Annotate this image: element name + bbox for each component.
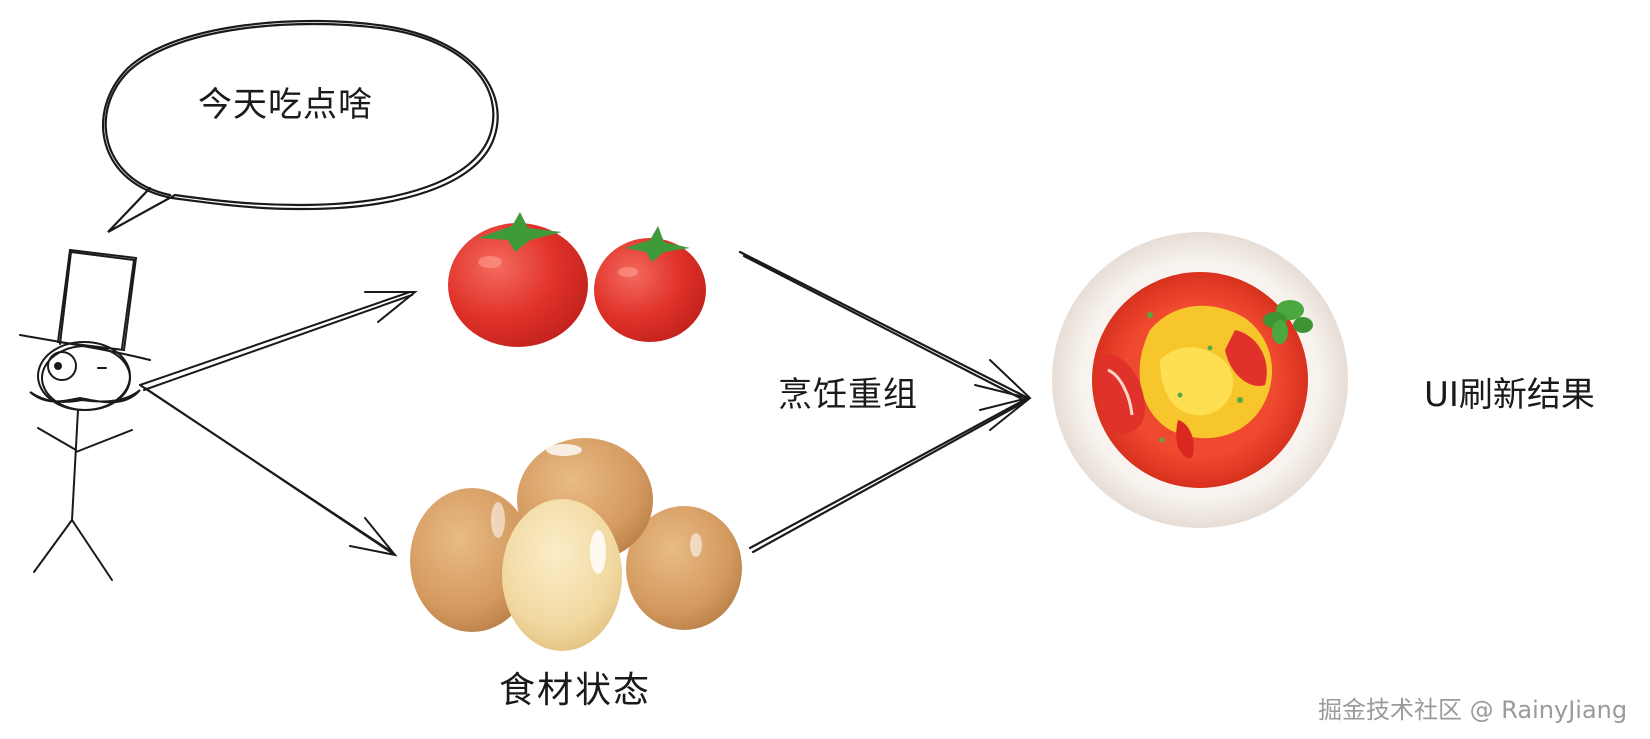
arrow-to-tomatoes xyxy=(139,291,418,391)
watermark: 掘金技术社区 @ RainyJiang xyxy=(1318,696,1628,724)
eggs-icon xyxy=(410,438,742,651)
ui-result-label: UI刷新结果 xyxy=(1424,375,1595,415)
arrow-to-eggs xyxy=(139,384,398,557)
cook-step-label: 烹饪重组 xyxy=(778,375,918,415)
tomatoes-icon xyxy=(448,212,706,347)
stick-figure-top-hat-icon xyxy=(19,248,151,581)
arrow-head-dish xyxy=(974,359,1032,431)
ingredients-state-label: 食材状态 xyxy=(499,670,652,711)
speech-bubble-text: 今天吃点啥 xyxy=(198,85,373,125)
arrow-tomatoes-to-dish xyxy=(738,250,1030,403)
tomato-egg-dish-icon xyxy=(1052,232,1348,528)
speech-bubble xyxy=(102,19,499,233)
arrow-eggs-to-dish xyxy=(748,396,1030,554)
